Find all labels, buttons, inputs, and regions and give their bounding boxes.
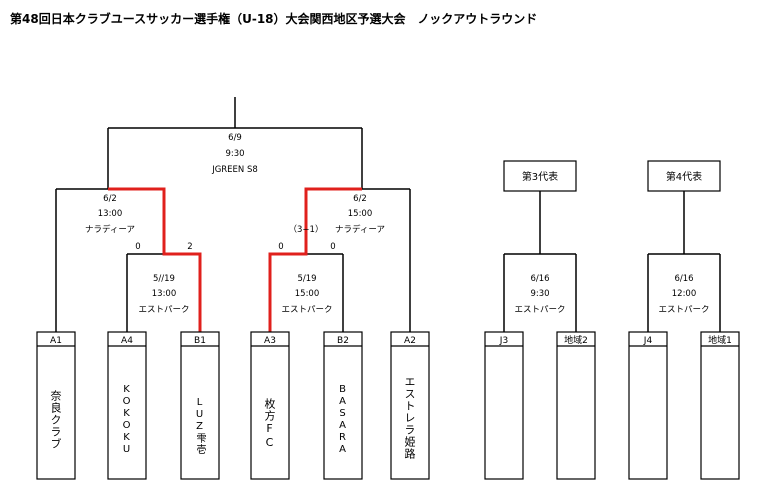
rep3-date: 6/16: [530, 274, 549, 284]
page-title: 第48回日本クラブユースサッカー選手権（U-18）大会関西地区予選大会 ノックア…: [10, 12, 538, 26]
slot-b2: B2: [323, 331, 363, 480]
rep3-label: 第3代表: [522, 170, 558, 183]
team-name-b2: BASARA: [337, 384, 348, 456]
slot-a3: A3: [250, 331, 290, 480]
rep4-date: 6/16: [674, 274, 693, 284]
semi-left-venue: ナラディーア: [85, 224, 135, 235]
rep4-venue: エストパーク: [658, 305, 709, 315]
slot-code: J3: [499, 336, 508, 346]
qf-left-score-left: 0: [135, 242, 140, 252]
team-name-a2: エストレラ姫路: [403, 376, 416, 460]
slot-chiiki1: 地域1: [700, 331, 740, 480]
slot-b1: B1: [180, 331, 220, 480]
winner-path-a3: [268, 187, 362, 332]
winner-paths: [108, 187, 362, 332]
semi-right-venue: ナラディーア: [335, 224, 385, 235]
slot-chiiki2: 地域2: [556, 331, 596, 480]
team-name-a3: 枚方FC: [263, 398, 276, 450]
qf-left-date: 5//19: [153, 274, 175, 284]
team-name-a1: 奈良クラブ: [49, 390, 62, 450]
slot-code: B2: [337, 336, 349, 346]
rep3-time: 9:30: [530, 289, 549, 299]
slot-code: A4: [121, 336, 133, 346]
slot-code: 地域1: [708, 334, 732, 346]
slot-code: A1: [50, 336, 62, 346]
semi-right-date: 6/2: [353, 194, 367, 204]
qf-right-score-right: 0: [330, 242, 335, 252]
qf-right-venue: エストパーク: [281, 305, 332, 315]
slot-a4: A4: [107, 331, 147, 480]
team-slots: A1 A4 B1 A3 B2 A2 J3: [36, 331, 740, 480]
qf-left-venue: エストパーク: [138, 305, 189, 315]
slot-code: B1: [194, 336, 206, 346]
team-name-a4: KOKOKU: [121, 384, 132, 456]
winner-path-b1: [108, 187, 202, 332]
slot-a2: A2: [390, 331, 430, 480]
slot-code: 地域2: [564, 334, 588, 346]
team-name-b1: LUZ雫壱: [194, 397, 205, 455]
qf-right-time: 15:00: [295, 289, 320, 299]
semi-left-time: 13:00: [98, 209, 123, 219]
qf-right-date: 5/19: [297, 274, 316, 284]
final-time: 9:30: [225, 149, 244, 159]
slot-j3: J3: [484, 331, 524, 480]
slot-a1: A1: [36, 331, 76, 480]
rep4-box: [647, 160, 721, 192]
semi-right-time: 15:00: [348, 209, 373, 219]
slot-code: A3: [264, 336, 276, 346]
final-date: 6/9: [228, 133, 242, 143]
rep4-time: 12:00: [672, 289, 697, 299]
qf-right-score-left: 0: [278, 242, 283, 252]
rep3-venue: エストパーク: [514, 305, 565, 315]
slot-j4: J4: [628, 331, 668, 480]
qf-left-score-right: 2: [187, 242, 192, 252]
semi-right-pk: （3−1）: [289, 224, 324, 235]
semi-left-date: 6/2: [103, 194, 117, 204]
slot-code: A2: [404, 336, 416, 346]
rep4-label: 第4代表: [666, 170, 702, 183]
slot-code: J4: [643, 336, 653, 346]
final-venue: JGREEN S8: [211, 165, 258, 175]
rep3-box: [503, 160, 577, 192]
qf-left-time: 13:00: [152, 289, 177, 299]
